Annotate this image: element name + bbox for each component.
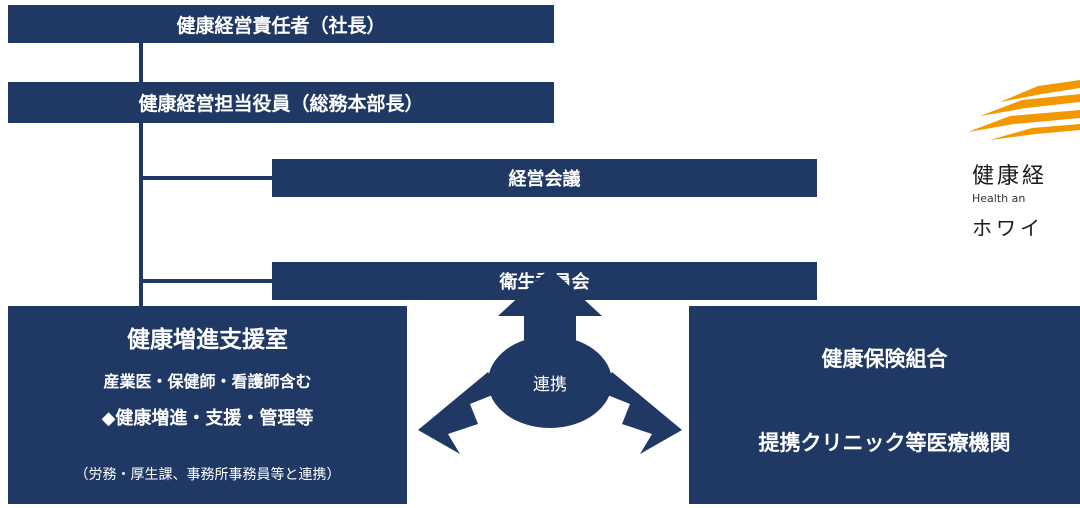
health-support-office-box: 健康増進支援室 産業医・保健師・看護師含む ◆健康増進・支援・管理等 （労務・厚… <box>8 306 407 504</box>
link-label: 連携 <box>533 375 567 395</box>
arrow-hub <box>488 336 612 428</box>
logo-text-line3: ホワイ <box>972 216 1044 240</box>
three-way-arrow-shape <box>418 268 682 454</box>
arrow-up <box>498 268 602 340</box>
support-office-note: （労務・厚生課、事務所事務員等と連携） <box>74 467 341 483</box>
connector-to-management <box>139 176 272 180</box>
ceo-label: 健康経営責任者（社長） <box>176 14 386 37</box>
support-office-duties: ◆健康増進・支援・管理等 <box>101 408 314 429</box>
arrow-right <box>600 372 682 454</box>
logo-text-line1: 健康経 <box>972 164 1048 189</box>
health-management-logo: 健康経 Health an ホワイ <box>960 70 1080 290</box>
support-office-title: 健康増進支援室 <box>127 327 288 353</box>
partners-box: 健康保険組合 提携クリニック等医療機関 <box>689 306 1080 504</box>
ceo-box: 健康経営責任者（社長） <box>8 5 554 43</box>
management-meeting-label: 経営会議 <box>508 169 581 190</box>
partner-clinics: 提携クリニック等医療機関 <box>758 431 1011 455</box>
connector-to-hygiene <box>139 279 272 283</box>
arrow-left <box>418 372 500 454</box>
officer-label: 健康経営担当役員（総務本部長） <box>138 93 424 115</box>
connector-officer-support <box>139 123 143 306</box>
officer-box: 健康経営担当役員（総務本部長） <box>8 82 554 123</box>
management-meeting-box: 経営会議 <box>272 159 817 197</box>
partner-health-insurance: 健康保険組合 <box>821 347 948 371</box>
support-office-members: 産業医・保健師・看護師含む <box>103 372 312 391</box>
logo-text-line2: Health an <box>972 192 1026 205</box>
connector-ceo-officer <box>139 43 143 82</box>
logo-stripes-icon <box>968 80 1080 140</box>
